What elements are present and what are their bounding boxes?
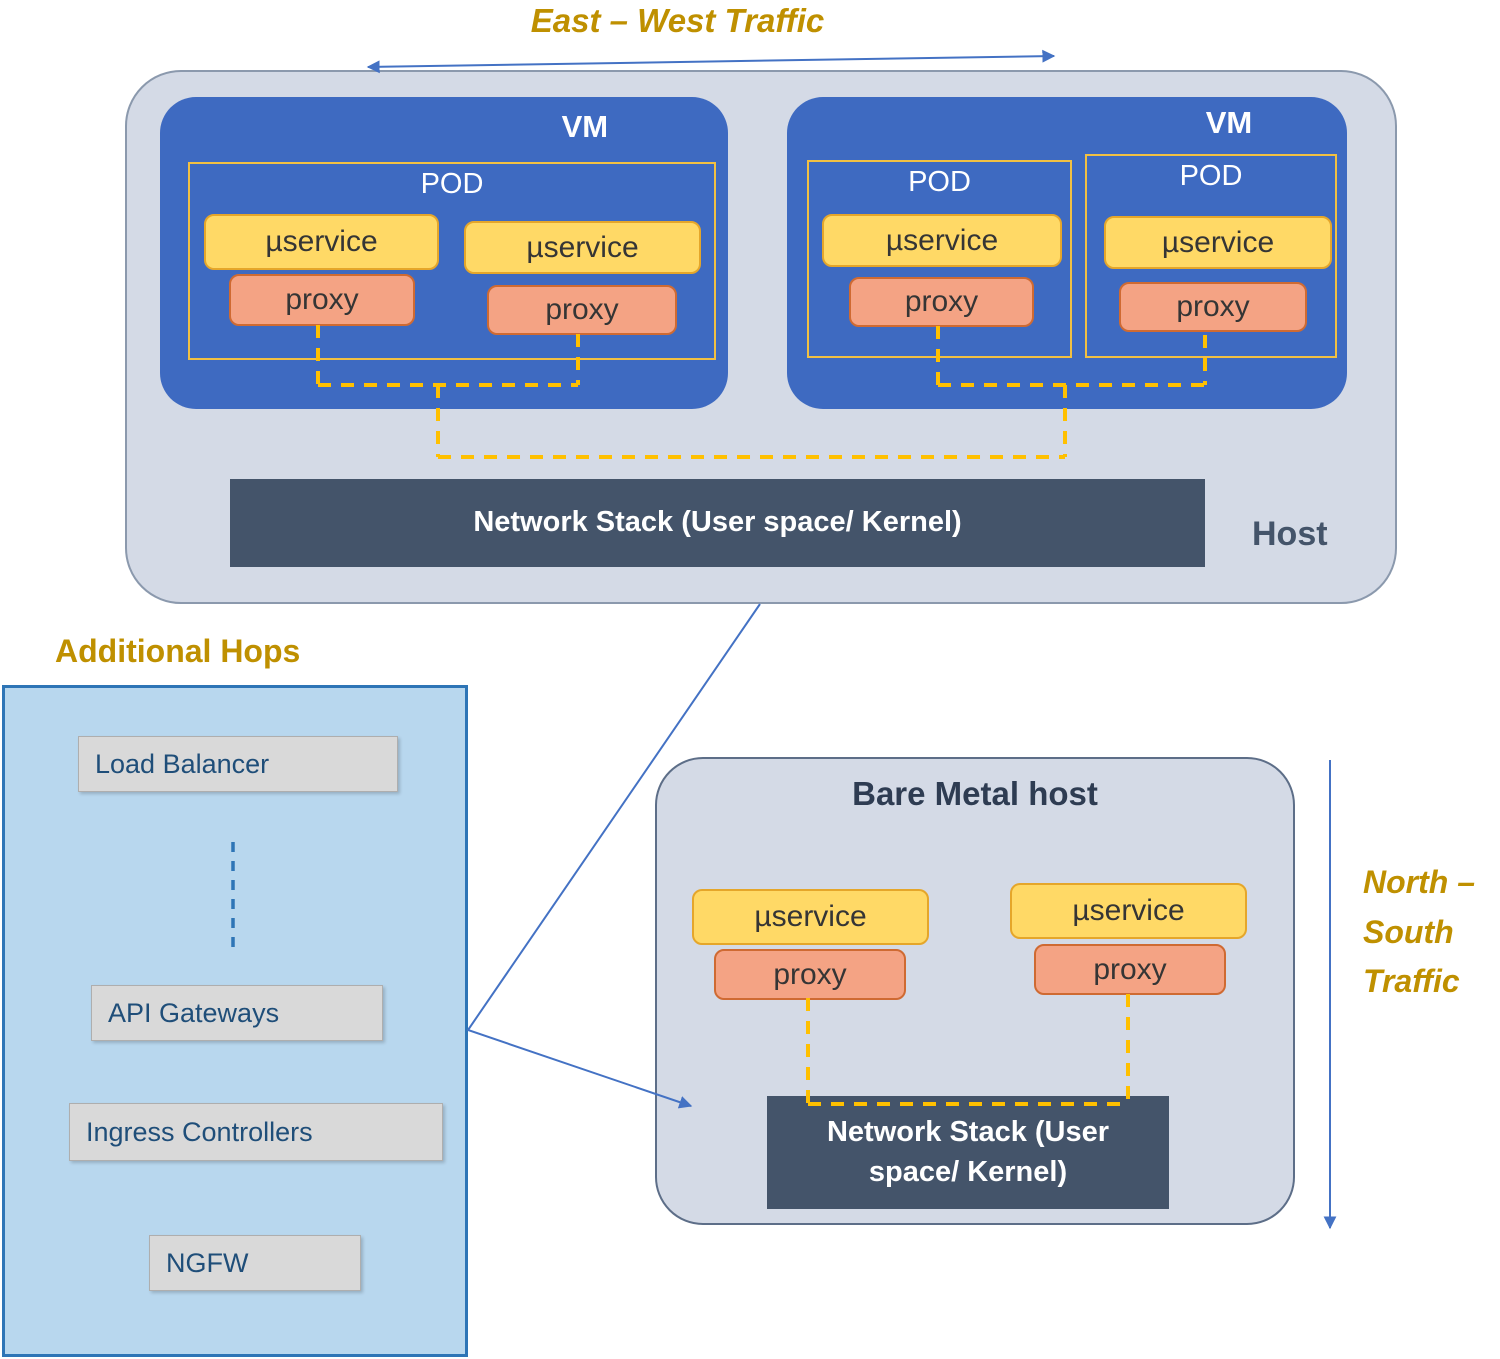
north-south-line-1: North – [1363, 864, 1475, 900]
vm-box-2: VM POD µservice proxy POD µservice proxy [787, 97, 1347, 409]
additional-hops-panel: Load Balancer API Gateways Ingress Contr… [2, 685, 468, 1357]
north-south-line-2: South [1363, 913, 1454, 950]
north-south-line-3: Traffic [1363, 963, 1460, 1000]
pod-box-3: POD µservice proxy [1085, 154, 1337, 358]
vm-label: VM [561, 109, 609, 144]
microservice-box: µservice [1104, 216, 1332, 269]
microservice-box: µservice [822, 214, 1062, 267]
pod-box-1: POD µservice proxy µservice proxy [188, 162, 716, 360]
pod-label: POD [1179, 160, 1243, 192]
hop-item-ingress-controllers: Ingress Controllers [69, 1103, 443, 1161]
network-stack-bar: Network Stack (User space/ Kernel) [767, 1096, 1169, 1209]
host-container: VM POD µservice proxy µservice proxy VM … [125, 70, 1397, 604]
microservice-box: µservice [464, 221, 701, 274]
network-stack-bar: Network Stack (User space/ Kernel) [230, 479, 1205, 567]
proxy-box: proxy [1119, 282, 1307, 332]
proxy-box: proxy [714, 949, 906, 1000]
hop-item-api-gateways: API Gateways [91, 985, 383, 1041]
pod-box-2: POD µservice proxy [807, 160, 1072, 358]
vm-label: VM [1205, 105, 1253, 140]
hop-item-ngfw: NGFW [149, 1235, 361, 1291]
proxy-box: proxy [849, 277, 1034, 327]
proxy-box: proxy [1034, 944, 1226, 995]
microservice-box: µservice [1010, 883, 1247, 939]
additional-hops-label: Additional Hops [55, 633, 301, 669]
east-west-arrow [366, 49, 1056, 74]
north-south-traffic-label: North – South Traffic [1363, 858, 1500, 1007]
host-label: Host [1252, 515, 1328, 553]
vm-box-1: VM POD µservice proxy µservice proxy [160, 97, 728, 409]
pod-label: POD [908, 166, 971, 198]
microservice-box: µservice [204, 214, 439, 270]
hop-item-load-balancer: Load Balancer [78, 736, 398, 792]
proxy-box: proxy [229, 274, 415, 326]
bare-metal-host-container: Bare Metal host µservice proxy µservice … [655, 757, 1295, 1225]
bare-metal-host-title: Bare Metal host [852, 775, 1098, 812]
pod-label: POD [420, 168, 484, 200]
east-west-traffic-label: East – West Traffic [530, 2, 825, 39]
proxy-box: proxy [487, 285, 677, 335]
microservice-box: µservice [692, 889, 929, 945]
